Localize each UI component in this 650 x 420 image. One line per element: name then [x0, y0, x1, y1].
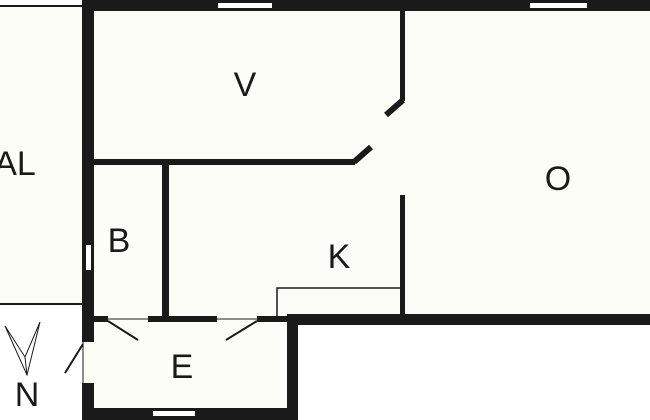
door-b-swing: [107, 320, 139, 341]
door-v-leaf-2: [384, 97, 405, 118]
wall-v-bottom: [94, 159, 355, 165]
room-label-b: B: [108, 222, 131, 260]
wall-entry-top-1: [94, 316, 108, 322]
wall-left-upper: [82, 0, 94, 342]
wall-entry-top-3: [257, 316, 290, 322]
room-label-k: K: [328, 238, 351, 276]
north-arrow-icon: [4, 321, 41, 377]
room-label-v: V: [234, 66, 257, 104]
wall-b-k: [162, 164, 169, 318]
window-bottom: [153, 411, 195, 416]
door-entry-swing: [64, 343, 84, 374]
compass-label: N: [15, 376, 40, 414]
wall-top: [82, 0, 650, 11]
floor-al: [0, 6, 84, 304]
door-k-swing: [225, 320, 258, 341]
wall-entry-top-2: [148, 316, 217, 322]
room-label-o: O: [545, 160, 571, 198]
kitchen-counter: [276, 287, 400, 316]
wall-entry-right: [287, 314, 298, 420]
wall-v-o-upper: [400, 11, 405, 101]
wall-k-o: [400, 195, 405, 317]
window-left: [86, 245, 91, 270]
window-top-2: [530, 3, 587, 8]
room-label-al: AL: [0, 145, 36, 183]
floor-entry: [84, 318, 294, 418]
door-v-leaf-1: [352, 144, 373, 165]
window-top-1: [218, 3, 272, 8]
room-label-e: E: [171, 348, 194, 386]
wall-o-bottom: [287, 314, 650, 325]
